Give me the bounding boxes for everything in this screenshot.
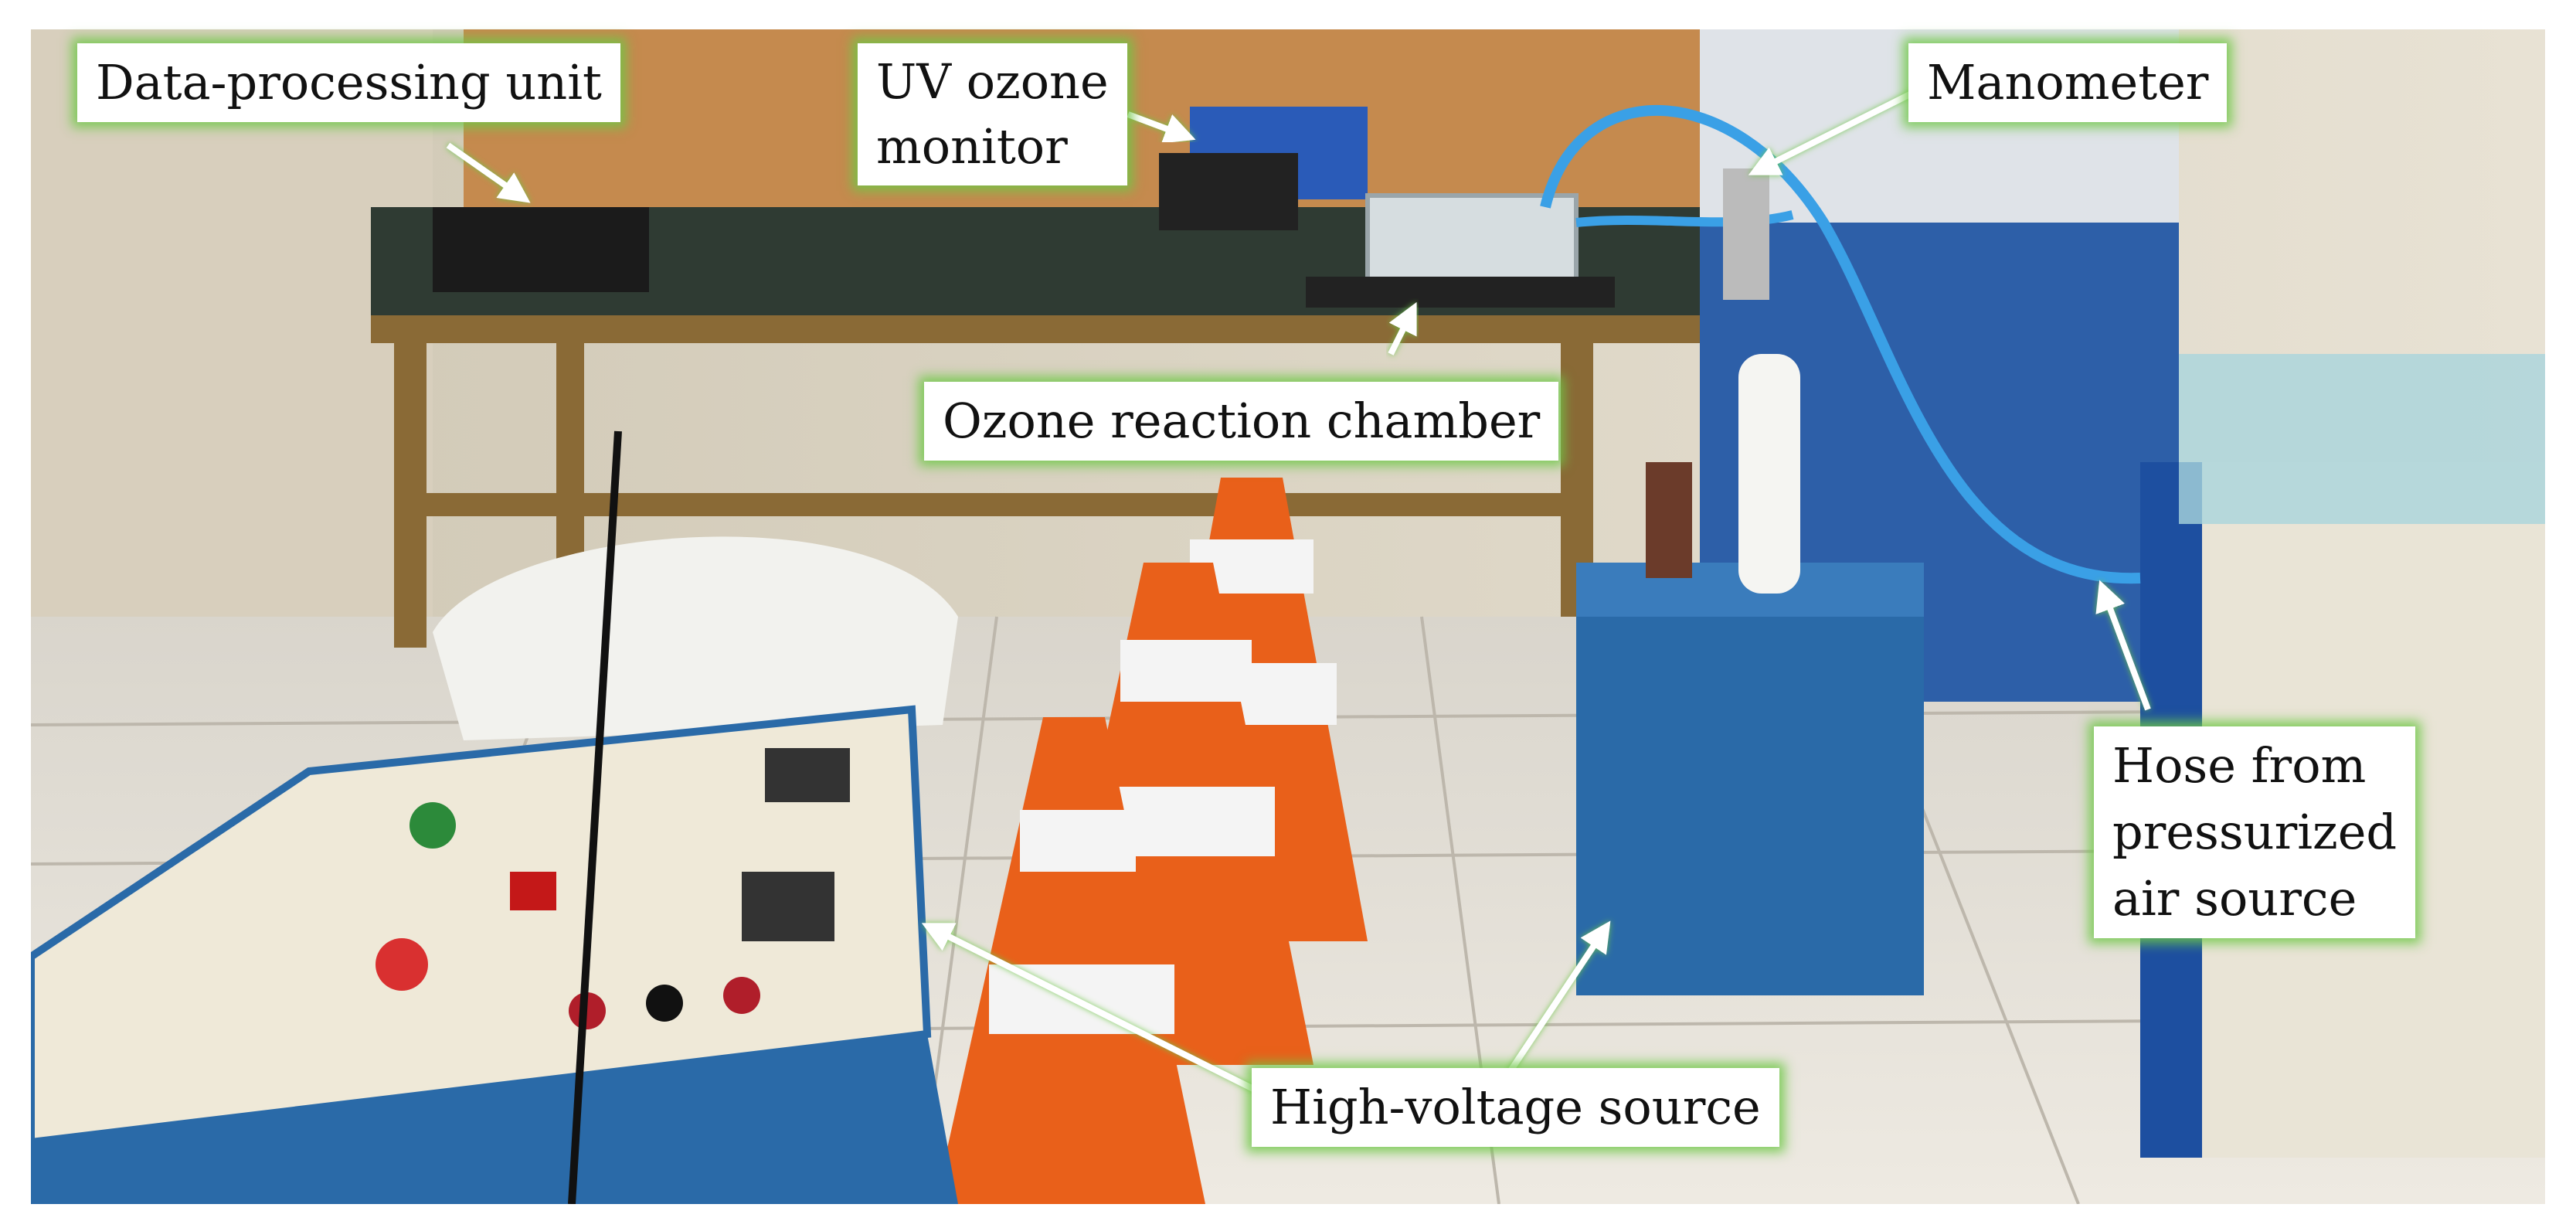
terminal-red-2	[723, 977, 760, 1014]
panel-display-2	[742, 872, 834, 941]
callout-uv-ozone-monitor-line2: monitor	[876, 118, 1068, 175]
callout-ozone-reaction-chamber-text: Ozone reaction chamber	[943, 393, 1541, 449]
callout-high-voltage-source-text: High-voltage source	[1270, 1079, 1761, 1135]
callout-manometer-text: Manometer	[1927, 54, 2209, 111]
callout-manometer: Manometer	[1908, 43, 2228, 122]
arrow-uv-monitor	[1127, 111, 1196, 144]
terminal-black	[646, 985, 683, 1022]
table-leg-mid	[556, 338, 584, 570]
hv-bushing	[1738, 354, 1800, 594]
laptop	[433, 207, 649, 292]
panel-button-green	[410, 802, 456, 849]
hv-control-panel-body	[31, 1034, 958, 1204]
callout-hose-pressurized-air: Hose from pressurized air source	[2094, 726, 2416, 938]
arrow-reaction-chamber	[1388, 301, 1417, 355]
antenna-rod	[568, 430, 622, 1204]
callout-high-voltage-source: High-voltage source	[1252, 1068, 1779, 1147]
panel-button-red-square	[510, 872, 556, 910]
callout-uv-ozone-monitor-line1: UV ozone	[876, 53, 1109, 110]
arrow-hv-source-2	[1496, 920, 1611, 1090]
hv-transformer-box	[1576, 563, 1924, 995]
callout-uv-ozone-monitor: UV ozone monitor	[858, 43, 1127, 185]
chamber-tray	[1306, 277, 1615, 308]
left-door	[31, 29, 433, 617]
lab-setup-photo	[31, 29, 2545, 1204]
manometer-device	[1723, 168, 1769, 300]
glass-table	[2179, 354, 2545, 524]
table-crossbar	[394, 493, 1592, 516]
arrow-manometer	[1748, 88, 1918, 175]
callout-data-processing-unit-text: Data-processing unit	[96, 54, 602, 111]
callout-hose-line3: air source	[2112, 870, 2357, 927]
callout-hose-line1: Hose from	[2112, 737, 2367, 794]
traffic-cones	[935, 478, 1368, 1204]
panel-display-1	[765, 748, 850, 802]
callout-hose-line2: pressurized	[2112, 804, 2398, 860]
blue-hose	[1540, 104, 2141, 584]
table-edge	[371, 315, 1700, 343]
panel-knob-red	[376, 938, 428, 991]
white-chair	[433, 536, 958, 740]
arrow-hose	[2095, 580, 2151, 711]
hv-insulator	[1646, 462, 1692, 578]
arrow-hv-source-1	[921, 923, 1269, 1099]
arrow-data-processing	[446, 142, 531, 203]
callout-ozone-reaction-chamber: Ozone reaction chamber	[924, 382, 1559, 461]
uv-monitor-base	[1159, 153, 1298, 230]
callout-data-processing-unit: Data-processing unit	[77, 43, 620, 122]
